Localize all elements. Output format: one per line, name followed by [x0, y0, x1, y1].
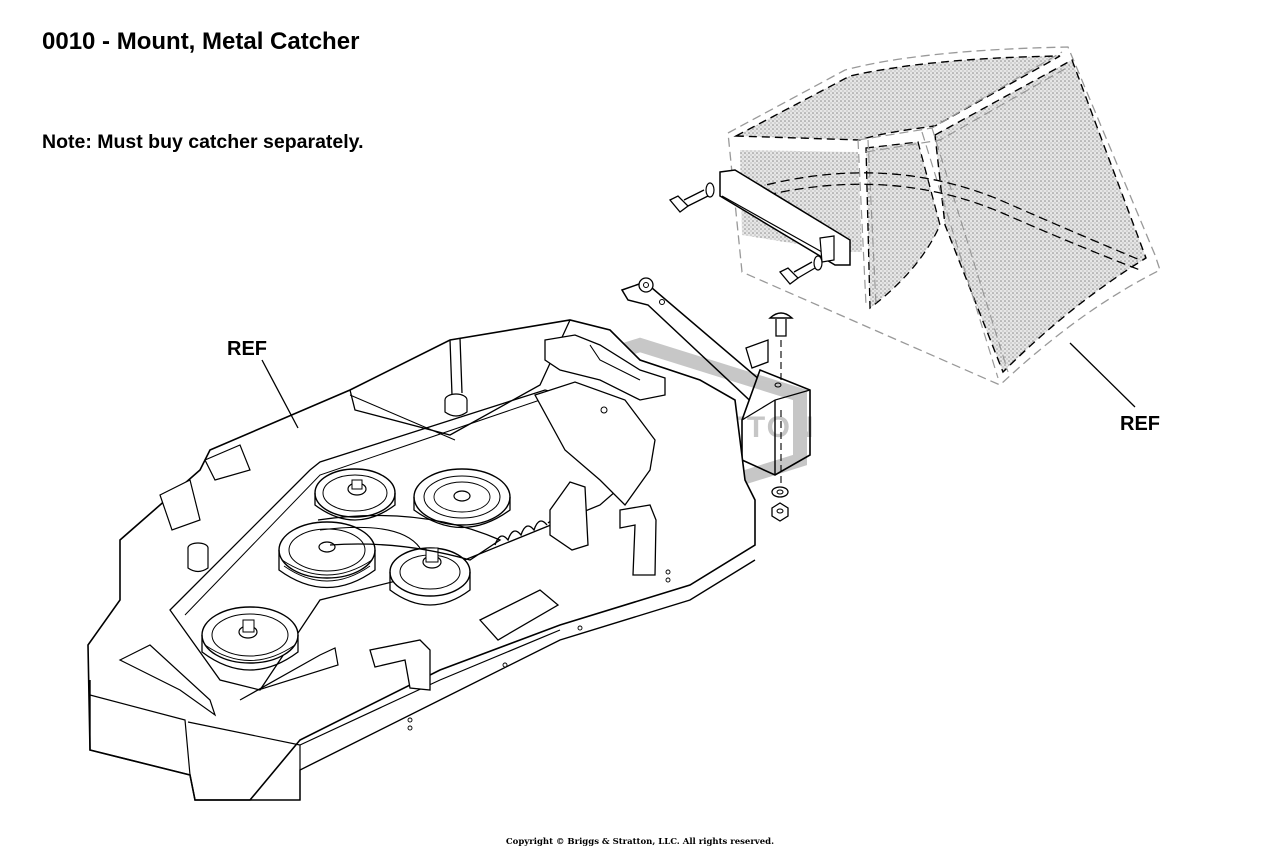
ref-label-catcher: REF — [1120, 413, 1160, 435]
lock-nut-icon — [771, 502, 789, 522]
pulley-icon — [389, 547, 471, 606]
pulley-icon — [413, 468, 511, 529]
copyright-notice: Copyright © Briggs & Stratton, LLC. All … — [505, 837, 775, 847]
ref-callout-deck: REF — [227, 338, 299, 429]
pulley-icon — [201, 606, 299, 671]
carriage-bolt-icon — [768, 312, 794, 485]
catcher-hanger-bar-icon — [719, 169, 851, 266]
ref-callout-catcher: REF — [1069, 342, 1160, 435]
catcher-note: Note: Must buy catcher separately. — [42, 131, 364, 153]
pulley-icon — [278, 521, 376, 589]
ref-label-deck: REF — [227, 338, 267, 360]
mower-deck-icon: BRIGGS & STRATTON — [87, 319, 814, 801]
flat-washer-icon — [771, 486, 789, 498]
catcher-mount-bracket-icon — [620, 277, 811, 476]
pulley-icon — [314, 468, 396, 521]
page-title: 0010 - Mount, Metal Catcher — [42, 28, 360, 55]
catcher-bag-icon — [727, 46, 1161, 386]
hex-bolt-icon — [668, 182, 823, 285]
